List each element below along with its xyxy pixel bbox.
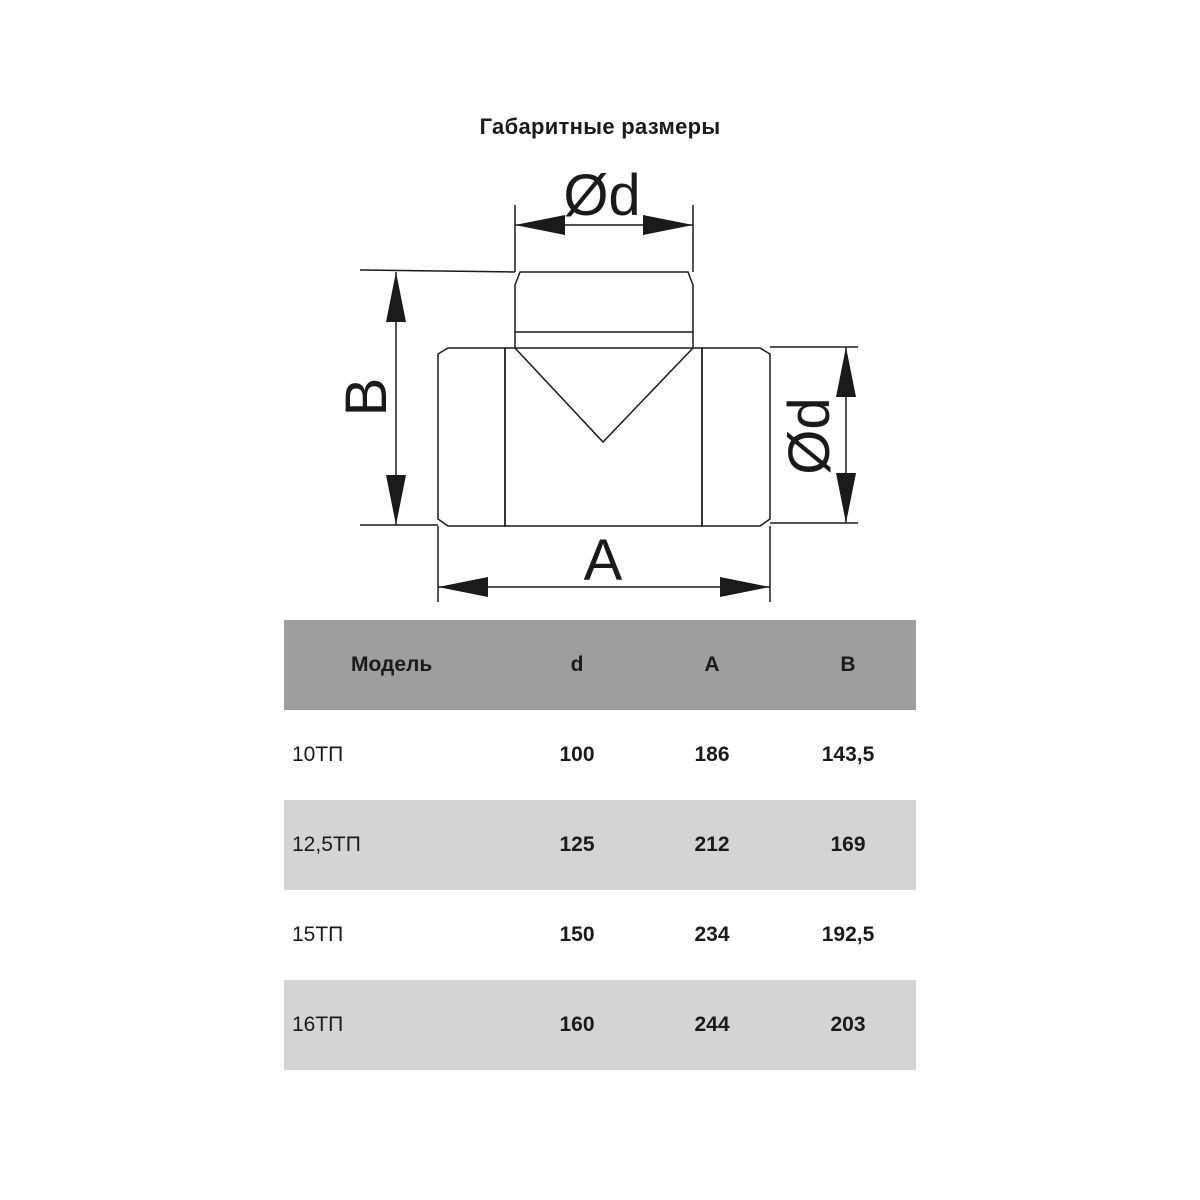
cell-a: 234 (694, 923, 730, 946)
dimension-lines (359, 205, 858, 602)
header-d: d (570, 653, 584, 676)
dimensions-table: Модель d A B 10ТП 100 186 143,5 12,5ТП 1… (284, 620, 916, 1070)
tee-v-seam (514, 347, 694, 444)
tee-dimension-drawing: Ød B Ød A (334, 163, 858, 602)
left-end-pipe (437, 347, 506, 527)
cell-b: 203 (830, 1013, 866, 1036)
top-diameter-label: Ød (563, 163, 640, 228)
header-model: Модель (351, 653, 433, 676)
cell-model: 15ТП (292, 923, 344, 946)
width-label: A (584, 528, 623, 593)
cell-d: 160 (559, 1013, 595, 1036)
height-extension-top (359, 269, 516, 273)
tee-branch-collar (514, 332, 694, 348)
table-row: 15ТП 150 234 192,5 (284, 890, 916, 980)
cell-model: 10ТП (292, 743, 344, 766)
table-row: 10ТП 100 186 143,5 (284, 710, 916, 800)
tee-body (504, 347, 703, 527)
header-a: A (704, 653, 720, 676)
page-title: Габаритные размеры (479, 114, 721, 139)
cell-d: 150 (559, 923, 595, 946)
tee-outline (437, 271, 771, 527)
table-row: 12,5ТП 125 212 169 (284, 800, 916, 890)
table-header-row: Модель d A B (284, 620, 916, 710)
cell-a: 244 (694, 1013, 730, 1036)
top-branch-pipe (514, 271, 694, 333)
cell-a: 186 (694, 743, 730, 766)
cell-d: 100 (559, 743, 595, 766)
cell-model: 16ТП (292, 1013, 344, 1036)
side-diameter-label: Ød (777, 397, 842, 474)
cell-b: 192,5 (821, 923, 875, 946)
height-label: B (334, 378, 399, 417)
cell-d: 125 (559, 833, 595, 856)
header-b: B (840, 653, 856, 676)
table-row: 16ТП 160 244 203 (284, 980, 916, 1070)
right-end-pipe (701, 347, 771, 527)
cell-a: 212 (694, 833, 730, 856)
cell-b: 169 (830, 833, 866, 856)
cell-b: 143,5 (821, 743, 875, 766)
cell-model: 12,5ТП (292, 833, 361, 856)
